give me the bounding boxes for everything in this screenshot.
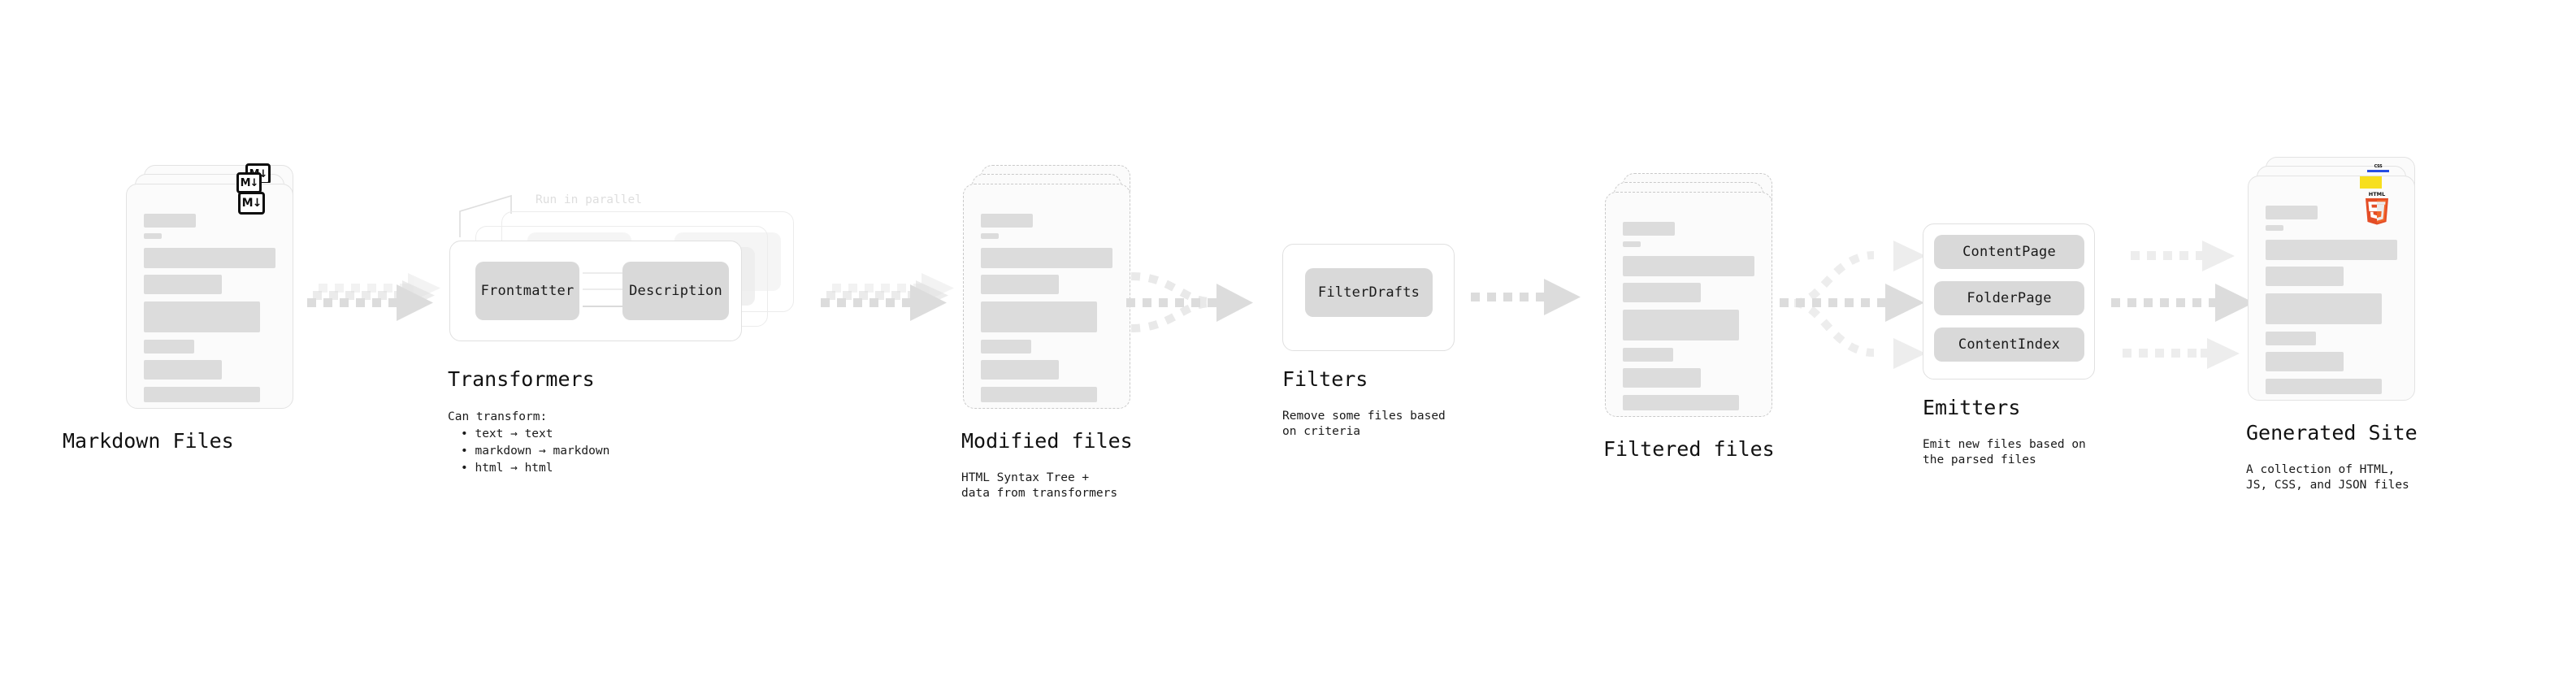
pill-contentpage[interactable]: ContentPage bbox=[1934, 235, 2084, 269]
stage-desc-generated-site: A collection of HTML, JS, CSS, and JSON … bbox=[2246, 463, 2409, 492]
connector-modified-to-filters bbox=[1126, 272, 1253, 332]
connector-transformers-to-modified bbox=[821, 273, 954, 321]
stage-desc-filters: Remove some files based on criteria bbox=[1282, 410, 1446, 438]
markdown-icon: M↓ bbox=[238, 192, 265, 215]
transform-bullet-0: • text → text bbox=[461, 427, 553, 440]
svg-text:HTML: HTML bbox=[2369, 191, 2385, 197]
modified-document-stack bbox=[963, 165, 1130, 409]
stage-title-transformers: Transformers bbox=[448, 367, 595, 391]
run-in-parallel-note: Run in parallel bbox=[536, 193, 642, 206]
pill-filterdrafts[interactable]: FilterDrafts bbox=[1305, 268, 1433, 317]
document-placeholder-lines bbox=[1623, 222, 1754, 410]
stage-title-markdown-files: Markdown Files bbox=[63, 429, 234, 453]
stage-title-generated-site: Generated Site bbox=[2246, 421, 2418, 445]
pill-folderpage[interactable]: FolderPage bbox=[1934, 281, 2084, 315]
generated-document-stack: CSS HTML bbox=[2248, 157, 2415, 401]
stage-desc-emitters: Emit new files based on the parsed files bbox=[1923, 438, 2086, 466]
stage-desc-transformers: Can transform: bbox=[448, 410, 548, 423]
stage-generated-site: CSS HTML bbox=[2246, 157, 2418, 492]
pill-description[interactable]: Description bbox=[622, 262, 729, 320]
connector-filtered-to-emitters bbox=[1780, 241, 1926, 369]
stage-title-modified-files: Modified files bbox=[961, 429, 1133, 453]
js-icon bbox=[2360, 176, 2382, 189]
parallel-bracket bbox=[459, 194, 512, 237]
document-placeholder-lines bbox=[144, 214, 275, 402]
stage-filtered-files: Filtered files bbox=[1603, 173, 1775, 461]
document-placeholder-lines bbox=[981, 214, 1112, 402]
connector-emitters-to-site bbox=[2111, 241, 2254, 369]
html5-icon: HTML bbox=[2362, 189, 2392, 225]
stage-title-filters: Filters bbox=[1282, 367, 1368, 391]
filtered-document-stack bbox=[1605, 173, 1772, 417]
css-icon: CSS bbox=[2367, 165, 2389, 172]
stage-desc-modified-files: HTML Syntax Tree + data from transformer… bbox=[961, 471, 1118, 500]
transform-bullet-1: • markdown → markdown bbox=[461, 445, 610, 458]
stage-markdown-files: M↓ M↓ M↓ Markdown Files bbox=[63, 163, 293, 453]
stage-modified-files: Modified files HTML Syntax Tree + data f… bbox=[961, 165, 1133, 500]
pill-contentindex[interactable]: ContentIndex bbox=[1934, 327, 2084, 362]
document-placeholder-lines bbox=[2266, 206, 2397, 394]
pill-frontmatter[interactable]: Frontmatter bbox=[475, 262, 579, 320]
stage-title-filtered-files: Filtered files bbox=[1603, 437, 1775, 461]
transform-bullet-2: • html → html bbox=[461, 462, 553, 475]
stage-title-emitters: Emitters bbox=[1923, 396, 2021, 419]
markdown-document-stack: M↓ M↓ M↓ bbox=[126, 163, 293, 409]
connector-filters-to-filtered bbox=[1471, 279, 1581, 315]
markdown-icon-middle: M↓ bbox=[236, 172, 262, 193]
connector-markdown-to-transformers bbox=[307, 273, 440, 321]
